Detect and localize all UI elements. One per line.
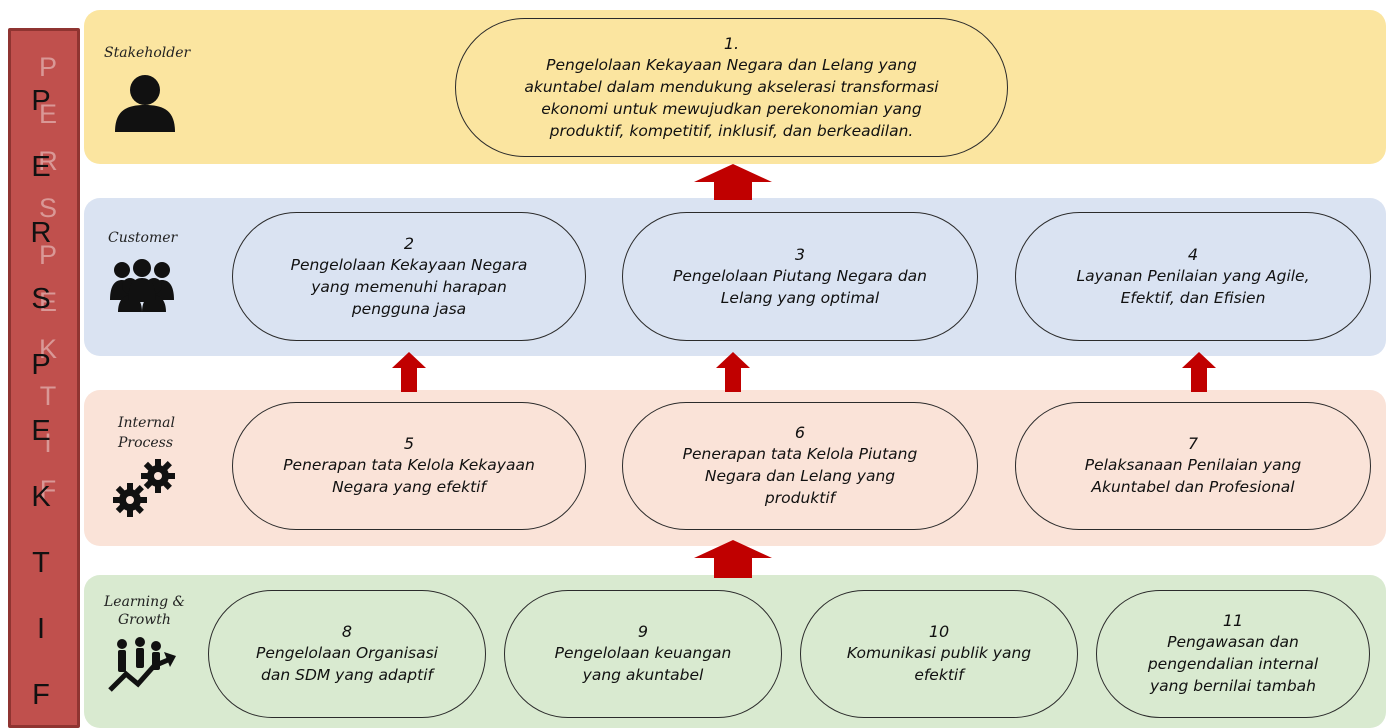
shadow-letter: T: [39, 381, 57, 411]
objective-1-line: produktif, kompetitif, inklusif, dan ber…: [549, 121, 914, 140]
stakeholder-label: Stakeholder: [104, 45, 191, 61]
learning-growth-label-line2: Growth: [118, 612, 171, 628]
shadow-letter: E: [38, 287, 57, 317]
objective-1-line: Pengelolaan Kekayaan Negara dan Lelang y…: [546, 55, 917, 74]
objective-8: 8 Pengelolaan Organisasi dan SDM yang ad…: [208, 590, 486, 718]
objective-10: 10 Komunikasi publik yang efektif: [800, 590, 1078, 718]
objective-8-line: Pengelolaan Organisasi: [256, 644, 438, 662]
sidebar-letter: E: [31, 415, 51, 447]
sidebar-letter: P: [31, 349, 51, 381]
internal-process-label-line1: Internal: [118, 415, 175, 431]
objective-2-number: 2: [403, 233, 415, 253]
objective-5-line: Penerapan tata Kelola Kekayaan: [283, 456, 535, 474]
objective-10-line: Komunikasi publik yang: [846, 644, 1032, 662]
objective-8-number: 8: [341, 622, 353, 641]
objective-7: 7 Pelaksanaan Penilaian yang Akuntabel d…: [1015, 402, 1371, 530]
objective-9-number: 9: [637, 622, 649, 641]
objective-8-line: dan SDM yang adaptif: [261, 666, 433, 684]
objective-6-number: 6: [794, 423, 806, 442]
group-icon: [110, 259, 174, 312]
objective-3-line: Pengelolaan Piutang Negara dan: [673, 266, 927, 285]
objective-7-line: Pelaksanaan Penilaian yang: [1084, 456, 1302, 474]
arrow-customer-to-stakeholder: [694, 164, 772, 200]
objective-2: 2 Pengelolaan Kekayaan Negara yang memen…: [232, 212, 586, 341]
sidebar-letter: T: [32, 547, 50, 579]
stakeholder-band: [84, 10, 1386, 164]
objective-4-line: Efektif, dan Efisien: [1120, 288, 1266, 307]
sidebar-letter: S: [31, 283, 51, 315]
objective-7-line: Akuntabel dan Profesional: [1091, 478, 1295, 496]
objective-3-line: Lelang yang optimal: [720, 288, 880, 307]
sidebar-letter: I: [36, 613, 46, 645]
objective-9: 9 Pengelolaan keuangan yang akuntabel: [504, 590, 782, 718]
shadow-letter: P: [38, 240, 57, 270]
arrow-5-to-2: [392, 352, 426, 392]
perspektif-shadow-letters: P E R S P E K T I F: [33, 44, 63, 514]
arrow-learning-to-internal: [694, 540, 772, 578]
shadow-letter: P: [38, 52, 57, 82]
objective-11-number: 11: [1222, 611, 1244, 630]
objective-6: 6 Penerapan tata Kelola Piutang Negara d…: [622, 402, 978, 530]
objective-9-line: yang akuntabel: [582, 666, 704, 684]
shadow-letter: E: [38, 99, 57, 129]
objective-1-line: akuntabel dalam mendukung akselerasi tra…: [524, 77, 939, 96]
objective-5-number: 5: [403, 434, 415, 453]
objective-1-line: ekonomi untuk mewujudkan perekonomian ya…: [541, 99, 922, 118]
objective-1-number: 1.: [723, 33, 740, 53]
internal-process-label-line2: Process: [118, 435, 174, 451]
objective-4-line: Layanan Penilaian yang Agile,: [1076, 266, 1310, 285]
objective-1: 1. Pengelolaan Kekayaan Negara dan Lelan…: [455, 18, 1008, 157]
objective-4-number: 4: [1187, 244, 1199, 264]
objective-3: 3 Pengelolaan Piutang Negara dan Lelang …: [622, 212, 978, 341]
objective-2-line: yang memenuhi harapan: [311, 277, 507, 296]
objective-5: 5 Penerapan tata Kelola Kekayaan Negara …: [232, 402, 586, 530]
perspektif-sidebar: [8, 28, 80, 728]
objective-7-number: 7: [1187, 434, 1199, 453]
sidebar-letter: R: [30, 217, 52, 249]
growth-icon: [108, 637, 176, 692]
shadow-letter: K: [38, 334, 57, 364]
objective-9-line: Pengelolaan keuangan: [554, 644, 732, 662]
objective-10-number: 10: [928, 622, 950, 641]
sidebar-letter: F: [32, 679, 50, 711]
gears-icon: [113, 459, 175, 517]
arrow-6-to-3: [716, 352, 750, 392]
objective-6-line: produktif: [764, 489, 836, 507]
shadow-letter: R: [38, 146, 58, 176]
shadow-letter: I: [44, 428, 52, 458]
learning-growth-label-line1: Learning &: [104, 594, 186, 610]
objective-6-line: Negara dan Lelang yang: [704, 467, 896, 485]
person-icon: [115, 75, 175, 132]
perspektif-letters: P E R S P E K T I F: [8, 68, 74, 728]
objective-11-line: yang bernilai tambah: [1149, 677, 1316, 695]
shadow-letter: S: [38, 193, 57, 223]
sidebar-letter: K: [31, 481, 51, 513]
sidebar-letter: P: [31, 85, 51, 117]
objective-2-line: Pengelolaan Kekayaan Negara: [290, 255, 528, 274]
objective-11-line: pengendalian internal: [1147, 655, 1319, 673]
objective-4: 4 Layanan Penilaian yang Agile, Efektif,…: [1015, 212, 1371, 341]
objective-6-line: Penerapan tata Kelola Piutang: [682, 445, 918, 463]
objective-2-line: pengguna jasa: [351, 299, 467, 318]
objective-11-line: Pengawasan dan: [1167, 633, 1299, 651]
arrow-7-to-4: [1182, 352, 1216, 392]
objective-11: 11 Pengawasan dan pengendalian internal …: [1096, 590, 1370, 718]
objective-3-number: 3: [794, 244, 806, 264]
objective-10-line: efektif: [914, 666, 964, 684]
objective-5-line: Negara yang efektif: [332, 478, 486, 496]
customer-label: Customer: [108, 230, 178, 246]
sidebar-letter: E: [31, 151, 51, 183]
shadow-letter: F: [39, 475, 57, 505]
